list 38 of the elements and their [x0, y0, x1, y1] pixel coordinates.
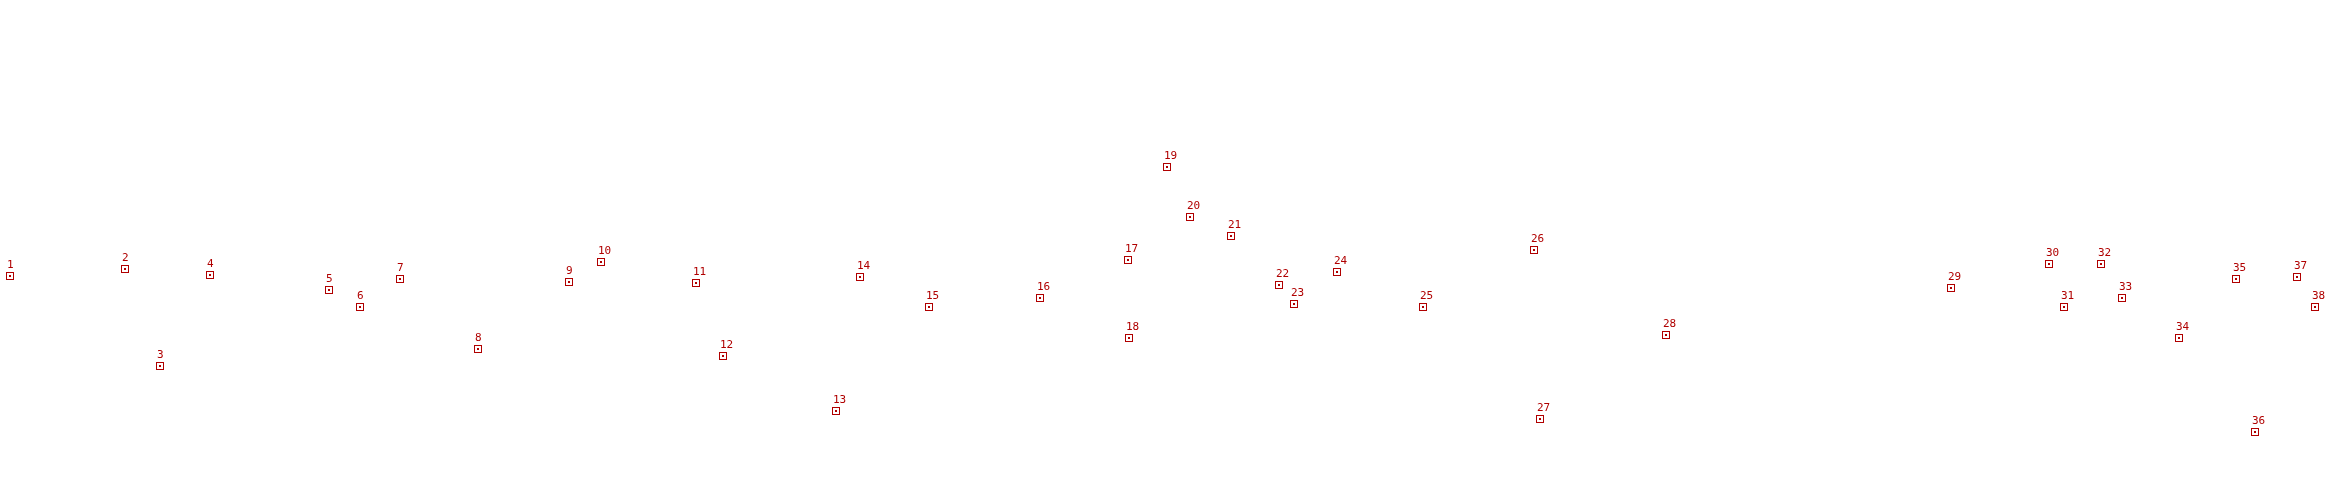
point-label: 28 [1663, 318, 1677, 330]
point-label: 15 [926, 290, 940, 302]
point-label: 7 [397, 262, 404, 274]
point-label: 19 [1164, 150, 1178, 162]
point-label: 32 [2098, 247, 2112, 259]
point-label: 35 [2233, 262, 2247, 274]
point-label: 27 [1537, 402, 1551, 414]
point-label: 3 [157, 349, 164, 361]
point-label: 10 [598, 245, 612, 257]
point-label: 17 [1125, 243, 1139, 255]
point-label: 8 [475, 332, 482, 344]
point-label: 1 [7, 259, 14, 271]
point-label: 14 [857, 260, 871, 272]
point-label: 24 [1334, 255, 1348, 267]
point-label: 21 [1228, 219, 1242, 231]
point-label: 33 [2119, 281, 2133, 293]
point-label: 6 [357, 290, 364, 302]
point-label: 11 [693, 266, 707, 278]
point-label: 4 [207, 258, 214, 270]
point-label: 25 [1420, 290, 1434, 302]
point-label: 36 [2252, 415, 2266, 427]
point-label: 30 [2046, 247, 2060, 259]
point-label: 5 [326, 273, 333, 285]
point-label: 18 [1126, 321, 1140, 333]
point-label: 37 [2294, 260, 2308, 272]
point-label: 29 [1948, 271, 1962, 283]
point-label: 13 [833, 394, 847, 406]
point-label: 23 [1291, 287, 1305, 299]
point-label: 31 [2061, 290, 2075, 302]
point-label: 22 [1276, 268, 1290, 280]
point-label: 20 [1187, 200, 1201, 212]
point-label: 12 [720, 339, 734, 351]
point-label: 26 [1531, 233, 1545, 245]
point-label: 34 [2176, 321, 2190, 333]
point-label: 9 [566, 265, 573, 277]
point-label: 38 [2312, 290, 2326, 302]
point-label: 16 [1037, 281, 1051, 293]
point-label: 2 [122, 252, 129, 264]
